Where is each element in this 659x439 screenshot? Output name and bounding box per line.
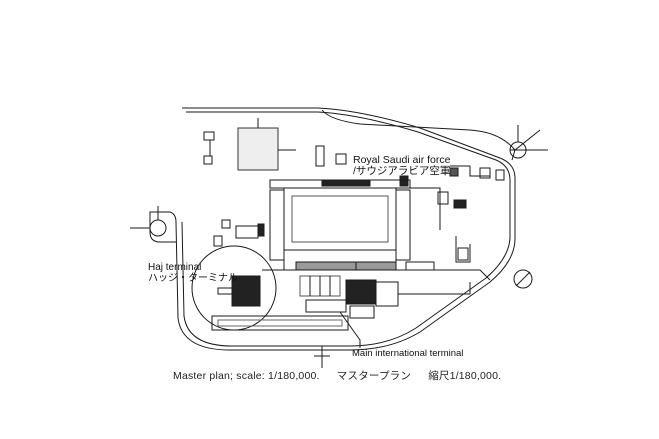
perimeter-road-inner — [181, 111, 511, 347]
caption-ja-scale: 縮尺1/180,000. — [428, 370, 502, 382]
main-international-terminal-label: Main international terminal — [352, 348, 464, 359]
air-force-apron — [321, 179, 371, 187]
caption-ja-title: マスタープラン — [336, 370, 412, 382]
royal-saudi-label-ja: /サウジアラビア空軍 — [353, 165, 451, 177]
plan-caption: Master plan; scale: 1/180,000. マスタープラン 縮… — [173, 368, 515, 383]
haj-terminal-label: Haj terminal ハッジ・ターミナル — [148, 262, 238, 284]
haj-terminal-label-ja: ハッジ・ターミナル — [148, 273, 238, 284]
north-arrow — [513, 269, 533, 289]
north-access-road — [321, 109, 541, 151]
caption-en: Master plan; scale: 1/180,000. — [173, 370, 320, 382]
perimeter-road — [149, 107, 516, 351]
royal-saudi-label-en: Royal Saudi air force — [353, 154, 451, 166]
royal-saudi-air-force-label: Royal Saudi air force /サウジアラビア空軍 — [353, 155, 450, 177]
central-field — [291, 195, 389, 243]
haj-terminal-label-en: Haj terminal — [148, 262, 202, 273]
upper-compound-block — [237, 127, 279, 171]
main-terminal-building — [345, 279, 377, 305]
haj-terminal-building — [231, 275, 261, 307]
interchange-left — [149, 219, 167, 237]
